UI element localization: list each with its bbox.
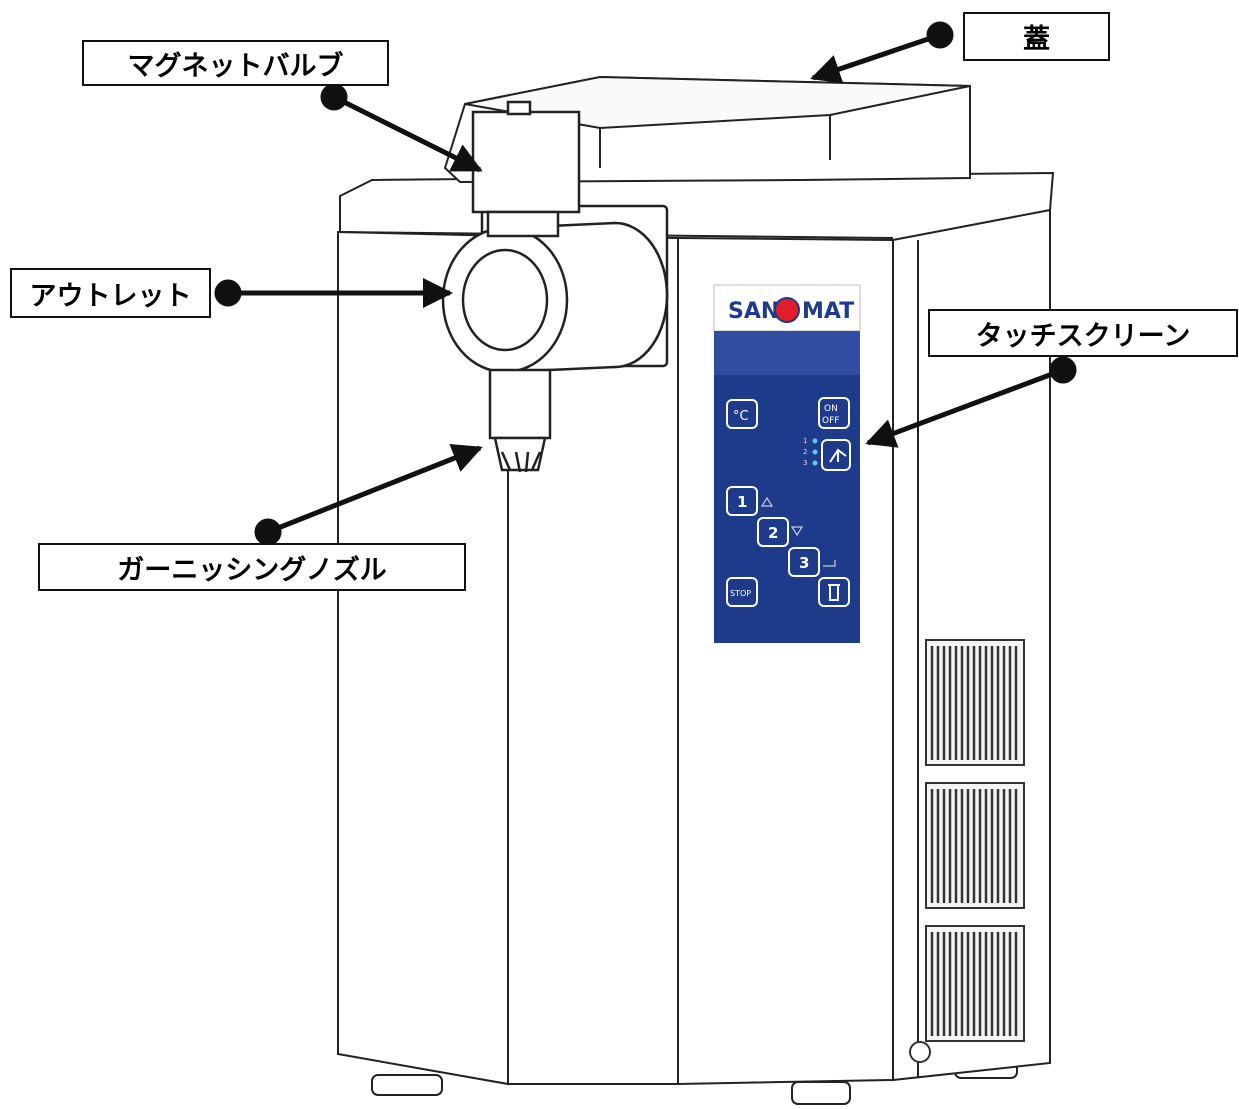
leader-nozzle-dot	[254, 518, 282, 546]
label-garnishing-nozzle: ガーニッシングノズル	[38, 543, 466, 591]
level-1-label: 1	[803, 437, 807, 445]
leader-touch-dot	[1049, 356, 1077, 384]
leader-lines	[214, 21, 1077, 546]
level-2-label: 2	[803, 448, 807, 456]
nozzle-teeth	[500, 451, 542, 473]
leader-lid-dot	[926, 21, 954, 49]
leader-valve	[332, 94, 483, 173]
portion-3-button[interactable]	[788, 547, 820, 577]
leader-valve-dot	[320, 83, 348, 111]
side-vents	[909, 639, 1025, 1063]
level-led-1	[812, 438, 818, 444]
dispense-mode-button[interactable]	[821, 439, 851, 471]
vent-slats	[930, 646, 1018, 1036]
portion-2-button[interactable]	[757, 517, 789, 547]
panel-top-band	[714, 331, 860, 375]
power-on-label: ON	[824, 404, 838, 414]
level-3-label: 3	[803, 459, 807, 467]
outlet-front-face	[461, 248, 549, 352]
dispense-icon	[829, 448, 847, 463]
level-led-2	[812, 449, 818, 455]
top-collar	[339, 171, 1055, 242]
stop-label: STOP	[730, 589, 751, 598]
up-arrow-icon	[760, 496, 774, 507]
enter-icon	[823, 560, 836, 567]
foot-right	[791, 1081, 851, 1105]
temperature-button[interactable]	[726, 399, 758, 429]
power-button[interactable]	[818, 397, 850, 429]
portion-3-label: 3	[799, 554, 809, 572]
power-off-label: OFF	[822, 416, 839, 426]
portion-2-label: 2	[768, 524, 778, 542]
label-lid: 蓋	[963, 12, 1110, 61]
leader-nozzle	[267, 444, 483, 535]
label-touch-screen: タッチスクリーン	[928, 309, 1238, 357]
brand-left: SAN	[728, 299, 779, 324]
temperature-icon: °C	[733, 409, 749, 424]
touch-panel: SAN MAT °C ON OFF 1 2 3 1 2 3	[713, 284, 861, 643]
down-arrow-icon	[790, 526, 804, 537]
power-socket-icon	[909, 1041, 931, 1063]
clean-icon	[828, 584, 840, 601]
leader-lid	[810, 32, 941, 84]
leader-outlet-dot	[214, 279, 242, 307]
magnet-valve-block	[471, 110, 581, 214]
nozzle-body	[488, 368, 552, 440]
brand-right: MAT	[802, 299, 854, 324]
foot-left	[371, 1074, 443, 1096]
portion-1-label: 1	[737, 493, 747, 511]
level-led-3	[812, 460, 818, 466]
leader-touch	[865, 367, 1064, 448]
clean-button[interactable]	[818, 577, 850, 607]
magnet-valve-cap	[506, 100, 532, 116]
label-outlet: アウトレット	[10, 268, 211, 318]
stop-button[interactable]	[726, 577, 758, 607]
valve-connector	[486, 210, 560, 238]
valve-outlet-assembly	[441, 100, 669, 473]
label-magnet-valve: マグネットバルブ	[82, 40, 389, 86]
brand-logo-icon	[774, 297, 800, 323]
portion-1-button[interactable]	[726, 486, 758, 516]
